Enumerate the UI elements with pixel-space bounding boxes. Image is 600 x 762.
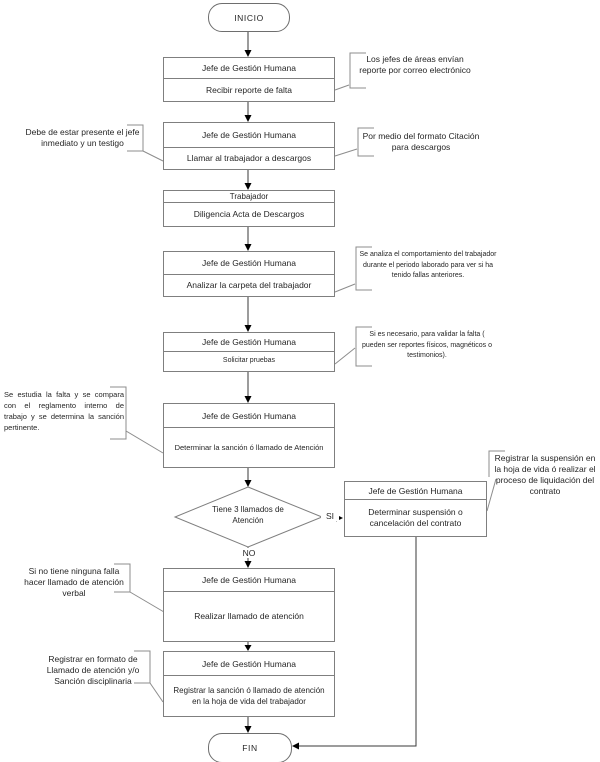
arrow-down-icon xyxy=(244,183,252,190)
box-actor: Jefe de Gestión Humana xyxy=(164,333,334,352)
box-action: Determinar suspensión o cancelación del … xyxy=(368,507,463,528)
process-registrar-sancion: Jefe de Gestión Humana Registrar la sanc… xyxy=(163,651,335,717)
note-reporte-correo: Los jefes de áreas envían reporte por co… xyxy=(359,54,471,75)
note-jefe-testigo: Debe de estar presente el jefe inmediato… xyxy=(25,127,140,148)
arrow-down-icon xyxy=(244,50,252,57)
arrow-down-icon xyxy=(244,645,252,651)
note-validar-falta: Si es necesario, para validar la falta (… xyxy=(362,331,492,359)
box-actor: Jefe de Gestión Humana xyxy=(164,123,334,148)
box-actor: Trabajador xyxy=(164,191,334,203)
arrow-down-icon xyxy=(244,396,252,403)
arrow-down-icon xyxy=(244,325,252,332)
process-diligencia-acta: Trabajador Diligencia Acta de Descargos xyxy=(163,190,335,227)
box-action: Registrar la sanción ó llamado de atenci… xyxy=(173,686,325,706)
arrow-down-icon xyxy=(244,726,252,733)
end-terminal: FIN xyxy=(208,733,292,762)
process-determinar-suspension: Jefe de Gestión Humana Determinar suspen… xyxy=(344,481,487,537)
flow-lines xyxy=(247,30,417,747)
no-branch-label: NO xyxy=(238,548,260,558)
process-determinar-sancion: Jefe de Gestión Humana Determinar la san… xyxy=(163,403,335,468)
box-action: Llamar al trabajador a descargos xyxy=(186,153,312,163)
note-reglamento-interno: Se estudia la falta y se compara con el … xyxy=(4,390,124,432)
box-actor: Jefe de Gestión Humana xyxy=(164,404,334,428)
note-registrar-formato: Registrar en formato de Llamado de atenc… xyxy=(46,654,140,686)
arrow-left-icon xyxy=(292,742,299,750)
arrowheads xyxy=(244,50,343,750)
process-recibir-reporte: Jefe de Gestión Humana Recibir reporte d… xyxy=(163,57,335,102)
note-formato-citacion: Por medio del formato Citación para desc… xyxy=(362,131,480,152)
box-actor: Jefe de Gestión Humana xyxy=(164,569,334,592)
box-actor: Jefe de Gestión Humana xyxy=(164,252,334,275)
arrow-down-icon xyxy=(244,244,252,251)
box-action: Solicitar pruebas xyxy=(222,357,276,365)
start-terminal: INICIO xyxy=(208,3,290,32)
process-llamar-descargos: Jefe de Gestión Humana Llamar al trabaja… xyxy=(163,122,335,170)
box-action: Recibir reporte de falta xyxy=(206,84,292,95)
arrow-down-icon xyxy=(244,115,252,122)
box-action: Analizar la carpeta del trabajador xyxy=(186,280,312,290)
process-solicitar-pruebas: Jefe de Gestión Humana Solicitar pruebas xyxy=(163,332,335,372)
box-action: Realizar llamado de atención xyxy=(194,611,304,621)
decision-diamond xyxy=(173,486,324,548)
note-hoja-de-vida: Registrar la suspensión en la hoja de vi… xyxy=(494,453,596,496)
start-label: INICIO xyxy=(234,12,264,23)
box-actor: Jefe de Gestión Humana xyxy=(164,58,334,79)
box-action: Determinar la sanción ó llamado de Atenc… xyxy=(174,443,324,452)
end-label: FIN xyxy=(242,743,258,753)
arrow-down-icon xyxy=(244,561,252,568)
box-action: Diligencia Acta de Descargos xyxy=(193,209,305,219)
note-analiza-comportamiento: Se analiza el comportamiento del trabaja… xyxy=(359,251,497,279)
process-analizar-carpeta: Jefe de Gestión Humana Analizar la carpe… xyxy=(163,251,335,297)
note-brackets xyxy=(110,52,505,703)
box-actor: Jefe de Gestión Humana xyxy=(345,482,486,500)
note-llamado-verbal: Si no tiene ninguna falla hacer llamado … xyxy=(24,566,124,598)
decision-question: Tiene 3 llamados de Atención xyxy=(212,505,284,525)
process-realizar-llamado: Jefe de Gestión Humana Realizar llamado … xyxy=(163,568,335,642)
yes-branch-label: SI xyxy=(321,511,339,521)
arrow-down-icon xyxy=(244,480,252,487)
box-actor: Jefe de Gestión Humana xyxy=(164,652,334,676)
